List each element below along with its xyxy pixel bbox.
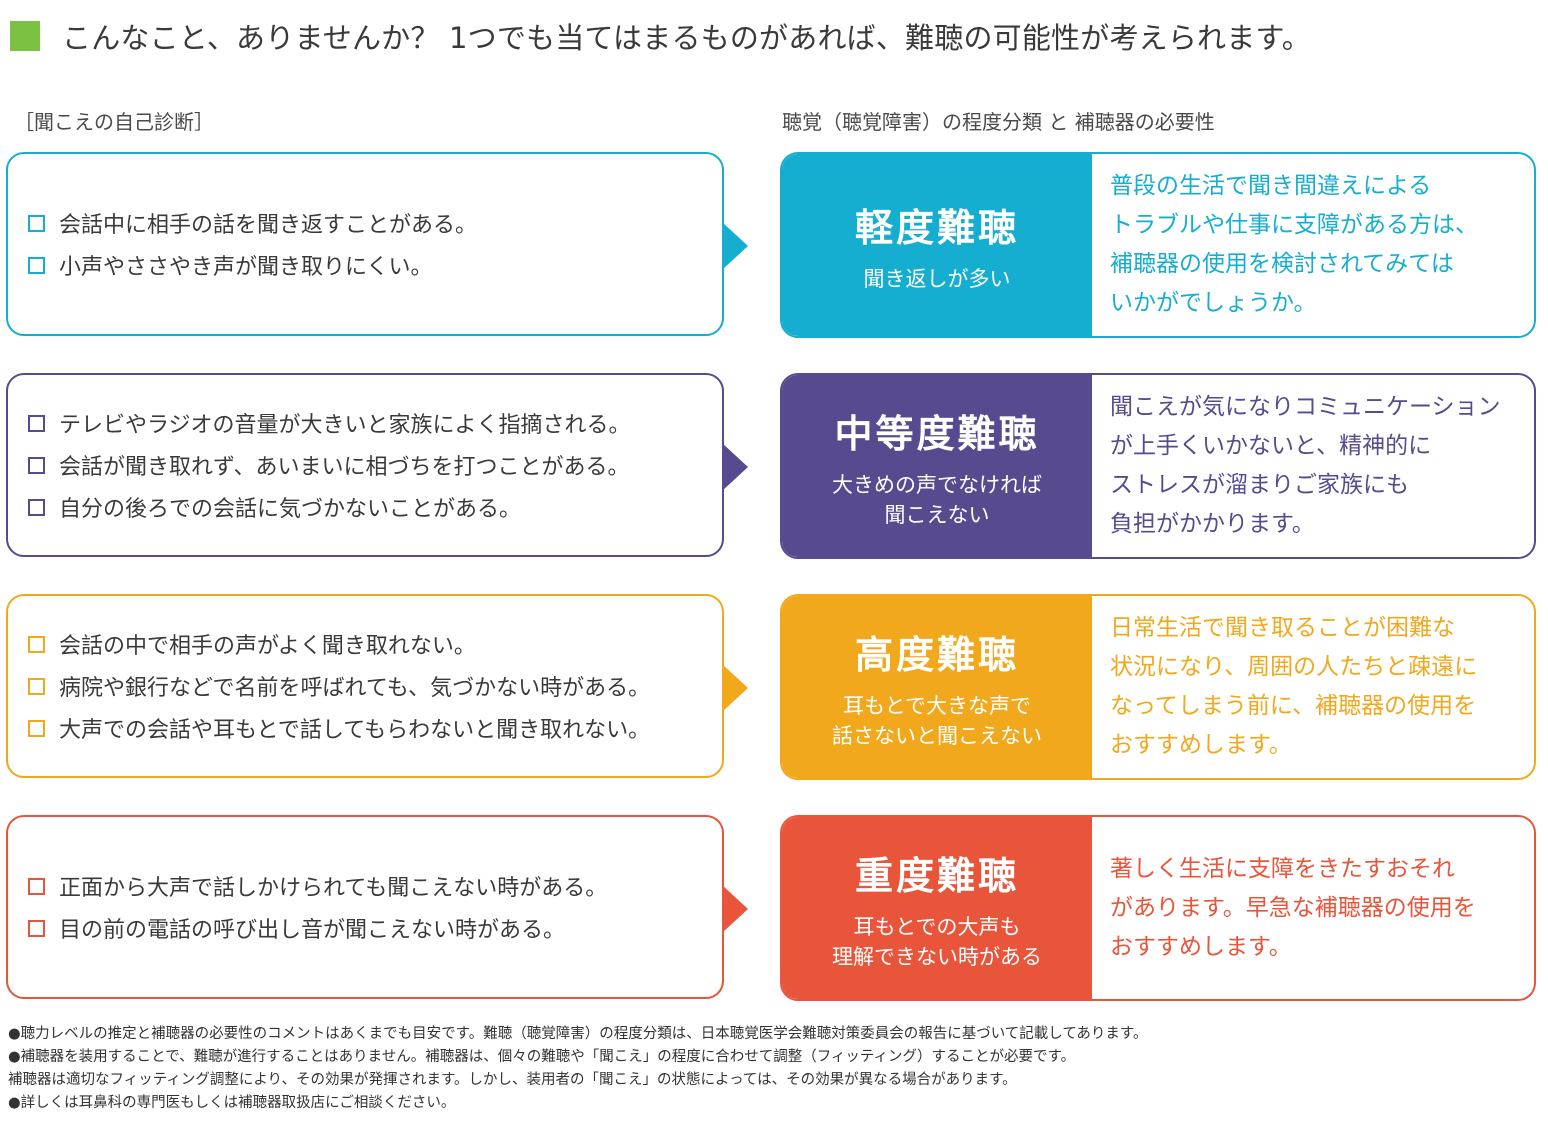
checkbox-icon bbox=[28, 414, 45, 432]
footnote: ●補聴器を装用することで、難聴が進行することはありません。補聴器は、個々の難聴や… bbox=[8, 1049, 1076, 1065]
advice-text: 普段の生活で聞き間違えによる トラブルや仕事に支障がある方は、 補聴器の使用を検… bbox=[1110, 173, 1478, 316]
check-item-text: 病院や銀行などで名前を呼ばれても、気づかない時がある。 bbox=[59, 676, 651, 701]
check-item-text: 大声での会話や耳もとで話してもらわないと聞き取れない。 bbox=[59, 718, 651, 743]
check-item-text: 会話の中で相手の声がよく聞き取れない。 bbox=[59, 634, 476, 659]
checkbox-icon bbox=[28, 677, 45, 695]
checkbox-icon bbox=[28, 256, 45, 274]
level-name: 重度難聴 bbox=[854, 853, 1019, 898]
level-name: 高度難聴 bbox=[854, 632, 1019, 677]
check-item: テレビやラジオの音量が大きいと家族によく指摘される。 bbox=[28, 402, 631, 444]
arrow-right-icon bbox=[722, 664, 748, 712]
footnote: ●聴力レベルの推定と補聴器の必要性のコメントはあくまでも目安です。難聴（聴覚障害… bbox=[8, 1026, 1148, 1042]
checklist: 会話の中で相手の声がよく聞き取れない。 病院や銀行などで名前を呼ばれても、気づか… bbox=[28, 596, 650, 776]
advice-text: 聞こえが気になりコミュニケーション が上手くいかないと、精神的に ストレスが溜ま… bbox=[1110, 394, 1501, 537]
checklist: 会話中に相手の話を聞き返すことがある。 小声やささやき声が聞き取りにくい。 bbox=[28, 154, 477, 334]
advice-text: 日常生活で聞き取ることが困難な 状況になり、周囲の人たちと疎遠に なってしまう前… bbox=[1110, 615, 1478, 758]
checkbox-icon bbox=[28, 877, 45, 895]
green-square-bullet bbox=[10, 21, 40, 51]
classification-box-severe: 高度難聴 耳もとで大きな声で 話さないと聞こえない 日常生活で聞き取ることが困難… bbox=[780, 594, 1536, 780]
checklist-box-moderate: テレビやラジオの音量が大きいと家族によく指摘される。 会話が聞き取れず、あいまい… bbox=[6, 373, 724, 557]
checkbox-icon bbox=[28, 919, 45, 937]
checklist-box-profound: 正面から大声で話しかけられても聞こえない時がある。 目の前の電話の呼び出し音が聞… bbox=[6, 815, 724, 999]
self-diagnosis-heading: ［聞こえの自己診断］ bbox=[14, 110, 214, 134]
level-panel: 重度難聴 耳もとでの大声も 理解できない時がある bbox=[782, 817, 1092, 999]
checkbox-icon bbox=[28, 214, 45, 232]
check-item-text: 会話中に相手の話を聞き返すことがある。 bbox=[59, 213, 478, 238]
level-description: 耳もとでの大声も 理解できない時がある bbox=[832, 914, 1042, 969]
footnote: 補聴器は適切なフィッティング調整により、その効果が発揮されます。しかし、装用者の… bbox=[8, 1072, 1017, 1088]
checklist-box-mild: 会話中に相手の話を聞き返すことがある。 小声やささやき声が聞き取りにくい。 bbox=[6, 152, 724, 336]
row-severe: 会話の中で相手の声がよく聞き取れない。 病院や銀行などで名前を呼ばれても、気づか… bbox=[0, 594, 1548, 782]
row-profound: 正面から大声で話しかけられても聞こえない時がある。 目の前の電話の呼び出し音が聞… bbox=[0, 815, 1548, 1003]
row-mild: 会話中に相手の話を聞き返すことがある。 小声やささやき声が聞き取りにくい。 軽度… bbox=[0, 152, 1548, 340]
check-item: 会話の中で相手の声がよく聞き取れない。 bbox=[28, 623, 650, 665]
check-item: 大声での会話や耳もとで話してもらわないと聞き取れない。 bbox=[28, 707, 650, 749]
checkbox-icon bbox=[28, 719, 45, 737]
check-item: 会話中に相手の話を聞き返すことがある。 bbox=[28, 202, 477, 244]
arrow-right-icon bbox=[722, 885, 748, 933]
checklist: テレビやラジオの音量が大きいと家族によく指摘される。 会話が聞き取れず、あいまい… bbox=[28, 375, 631, 555]
classification-box-profound: 重度難聴 耳もとでの大声も 理解できない時がある 著しく生活に支障をきたすおそれ… bbox=[780, 815, 1536, 1001]
footnote: ●詳しくは耳鼻科の専門医もしくは補聴器取扱店にご相談ください。 bbox=[8, 1095, 456, 1111]
check-item: 正面から大声で話しかけられても聞こえない時がある。 bbox=[28, 865, 607, 907]
checklist: 正面から大声で話しかけられても聞こえない時がある。 目の前の電話の呼び出し音が聞… bbox=[28, 817, 607, 997]
check-item-text: 小声やささやき声が聞き取りにくい。 bbox=[59, 255, 433, 280]
level-panel: 中等度難聴 大きめの声でなければ 聞こえない bbox=[782, 375, 1092, 557]
check-item-text: 会話が聞き取れず、あいまいに相づちを打つことがある。 bbox=[59, 455, 630, 480]
level-name: 軽度難聴 bbox=[854, 205, 1019, 250]
checkbox-icon bbox=[28, 498, 45, 516]
check-item: 小声やささやき声が聞き取りにくい。 bbox=[28, 244, 477, 286]
check-item-text: 正面から大声で話しかけられても聞こえない時がある。 bbox=[59, 876, 608, 901]
classification-box-moderate: 中等度難聴 大きめの声でなければ 聞こえない 聞こえが気になりコミュニケーション… bbox=[780, 373, 1536, 559]
check-item-text: 自分の後ろでの会話に気づかないことがある。 bbox=[59, 497, 522, 522]
checkbox-icon bbox=[28, 635, 45, 653]
page-title: こんなこと、ありませんか？ 1つでも当てはまるものがあれば、難聴の可能性が考えら… bbox=[62, 21, 1311, 55]
check-item: 会話が聞き取れず、あいまいに相づちを打つことがある。 bbox=[28, 444, 631, 486]
footnotes: ●聴力レベルの推定と補聴器の必要性のコメントはあくまでも目安です。難聴（聴覚障害… bbox=[8, 1023, 1147, 1115]
advice-text: 著しく生活に支障をきたすおそれ があります。早急な補聴器の使用を おすすめします… bbox=[1110, 855, 1476, 960]
level-description: 聞き返しが多い bbox=[863, 266, 1011, 291]
arrow-right-icon bbox=[722, 443, 748, 491]
level-name: 中等度難聴 bbox=[834, 411, 1040, 456]
page-title-row: こんなこと、ありませんか？ 1つでも当てはまるものがあれば、難聴の可能性が考えら… bbox=[10, 12, 1311, 60]
level-description: 大きめの声でなければ 聞こえない bbox=[832, 472, 1042, 527]
row-moderate: テレビやラジオの音量が大きいと家族によく指摘される。 会話が聞き取れず、あいまい… bbox=[0, 373, 1548, 561]
checkbox-icon bbox=[28, 456, 45, 474]
check-item-text: テレビやラジオの音量が大きいと家族によく指摘される。 bbox=[59, 413, 631, 438]
level-description: 耳もとで大きな声で 話さないと聞こえない bbox=[832, 693, 1042, 748]
check-item: 自分の後ろでの会話に気づかないことがある。 bbox=[28, 486, 631, 528]
check-item: 目の前の電話の呼び出し音が聞こえない時がある。 bbox=[28, 907, 607, 949]
arrow-right-icon bbox=[722, 222, 748, 270]
check-item-text: 目の前の電話の呼び出し音が聞こえない時がある。 bbox=[59, 918, 566, 943]
classification-heading: 聴覚（聴覚障害）の程度分類 と 補聴器の必要性 bbox=[782, 110, 1215, 134]
check-item: 病院や銀行などで名前を呼ばれても、気づかない時がある。 bbox=[28, 665, 650, 707]
classification-box-mild: 軽度難聴 聞き返しが多い 普段の生活で聞き間違えによる トラブルや仕事に支障があ… bbox=[780, 152, 1536, 338]
checklist-box-severe: 会話の中で相手の声がよく聞き取れない。 病院や銀行などで名前を呼ばれても、気づか… bbox=[6, 594, 724, 778]
level-panel: 軽度難聴 聞き返しが多い bbox=[782, 154, 1092, 336]
level-panel: 高度難聴 耳もとで大きな声で 話さないと聞こえない bbox=[782, 596, 1092, 778]
